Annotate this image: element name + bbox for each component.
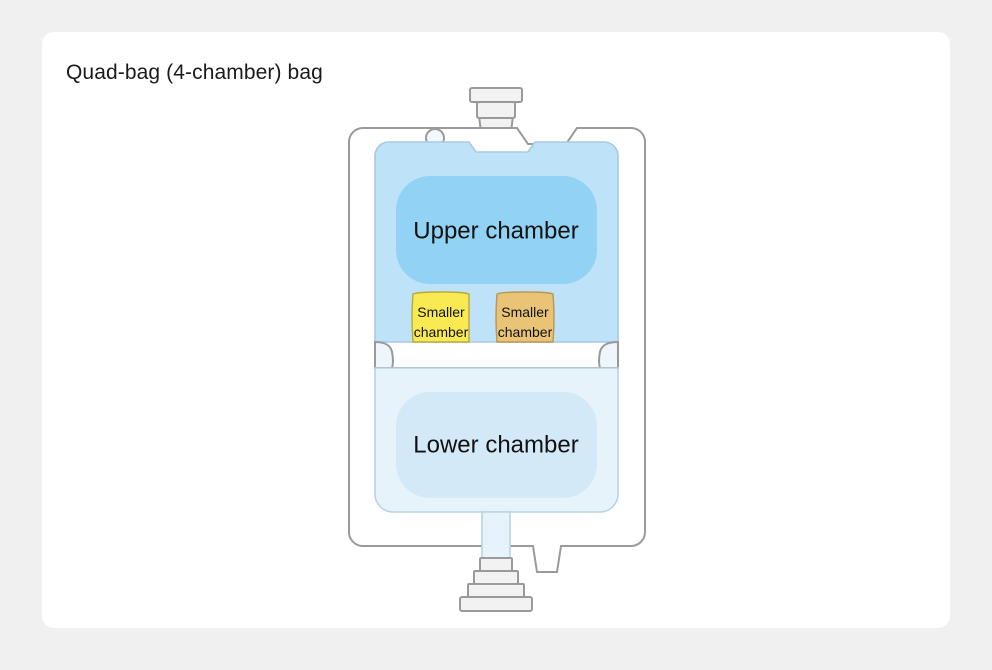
bottom-port-flange — [459, 596, 533, 612]
bottom-port-step-1 — [479, 557, 513, 572]
chamber-lower: Lower chamber — [374, 367, 619, 513]
bottom-port-step-2 — [473, 570, 519, 585]
chamber-smaller-a: Smaller chamber — [411, 291, 470, 343]
lower-chamber-inner-region — [396, 392, 597, 498]
upper-chamber-label: Upper chamber — [413, 217, 578, 244]
outlet-funnel-fluid — [481, 511, 511, 559]
smaller-chamber-b-label-line1: Smaller — [501, 304, 549, 320]
lower-chamber-label: Lower chamber — [413, 431, 578, 458]
top-port-cap — [469, 87, 523, 103]
top-port-collar — [476, 101, 516, 119]
smaller-chamber-b-body — [495, 291, 555, 343]
smaller-chamber-a-label-line1: Smaller — [417, 304, 465, 320]
page-title: Quad-bag (4-chamber) bag — [66, 61, 323, 84]
smaller-chamber-a-body — [411, 291, 470, 343]
upper-chamber-inner-region — [396, 176, 597, 284]
smaller-chamber-a-label-line2: chamber — [414, 324, 469, 340]
bottom-outlet-port — [459, 557, 533, 612]
chamber-smaller-b: Smaller chamber — [495, 291, 555, 343]
diagram-card: Quad-bag (4-chamber) bag — [42, 32, 950, 628]
figure-container: Upper chamber Smaller chamber Smaller ch… — [42, 80, 950, 628]
bottom-port-step-3 — [467, 583, 525, 598]
quad-bag-illustration: Upper chamber Smaller chamber Smaller ch… — [348, 87, 646, 612]
smaller-chamber-b-label-line2: chamber — [498, 324, 553, 340]
